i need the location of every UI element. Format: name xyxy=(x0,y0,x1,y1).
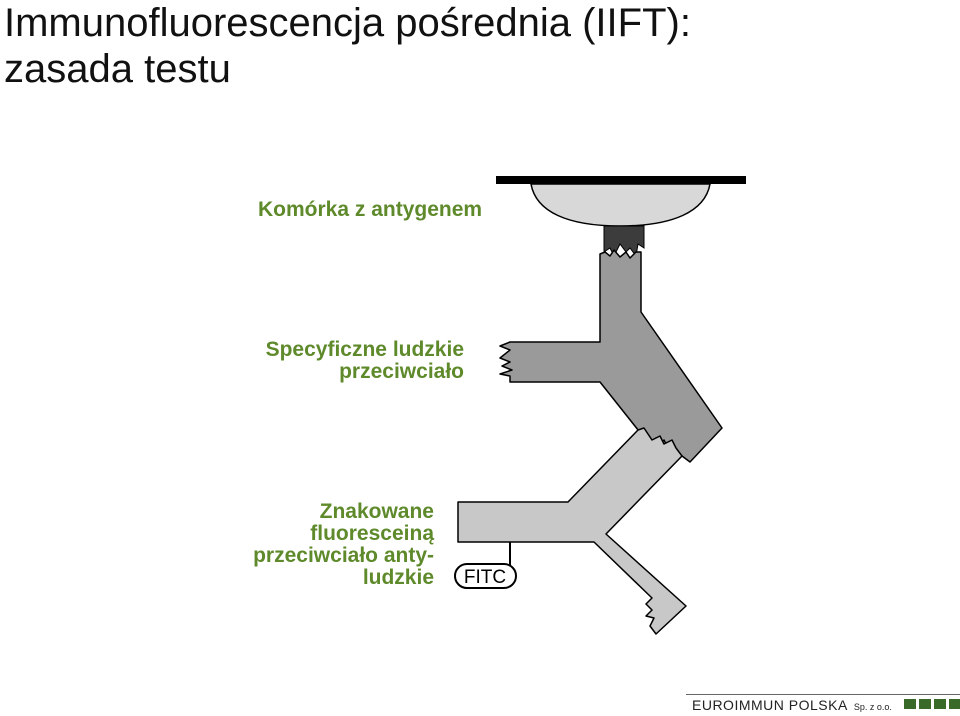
fitc-tag-text: FITC xyxy=(464,567,506,588)
footer-square xyxy=(949,699,960,709)
footer-square xyxy=(934,699,946,709)
labeled-antibody-shape xyxy=(457,427,687,635)
cell-label: Komórka z antygenem xyxy=(258,199,482,221)
footer-brand: EUROIMMUN POLSKA Sp. z o.o. xyxy=(692,697,892,713)
specific-antibody-label-line-1: Specyficzne ludzkie xyxy=(265,338,464,361)
labeled-antibody-label-line-4: ludzkie xyxy=(362,566,434,589)
specific-antibody-label: Specyficzne ludzkie przeciwciało xyxy=(266,339,464,383)
labeled-antibody-label: Znakowane fluoresceiną przeciwciało anty… xyxy=(253,501,434,589)
specific-antibody-shape xyxy=(499,249,723,463)
labeled-antibody-label-line-3: przeciwciało anty- xyxy=(253,544,434,567)
cell-shape xyxy=(530,183,711,227)
cell-label-text: Komórka z antygenem xyxy=(258,198,483,221)
slide-title-line-2: zasada testu xyxy=(4,47,231,91)
footer-logo-squares xyxy=(904,699,960,709)
footer-square xyxy=(904,699,916,709)
antigen-shape xyxy=(603,225,645,258)
slide-title-line-1: Immunofluorescencja pośrednia (IIFT): xyxy=(4,1,691,45)
footer: EUROIMMUN POLSKA Sp. z o.o. xyxy=(686,692,960,716)
specific-antibody-label-line-2: przeciwciało xyxy=(339,360,464,383)
footer-brand-name: EUROIMMUN POLSKA xyxy=(692,697,848,713)
labeled-antibody-label-line-1: Znakowane xyxy=(319,500,434,523)
slide-title: Immunofluorescencja pośrednia (IIFT): za… xyxy=(4,0,691,92)
footer-divider xyxy=(686,694,960,695)
footer-square xyxy=(919,699,931,709)
slide-surface xyxy=(496,176,746,184)
labeled-antibody-label-line-2: fluoresceiną xyxy=(310,522,434,545)
fitc-tag-box xyxy=(454,563,517,589)
footer-brand-suffix: Sp. z o.o. xyxy=(853,702,892,712)
